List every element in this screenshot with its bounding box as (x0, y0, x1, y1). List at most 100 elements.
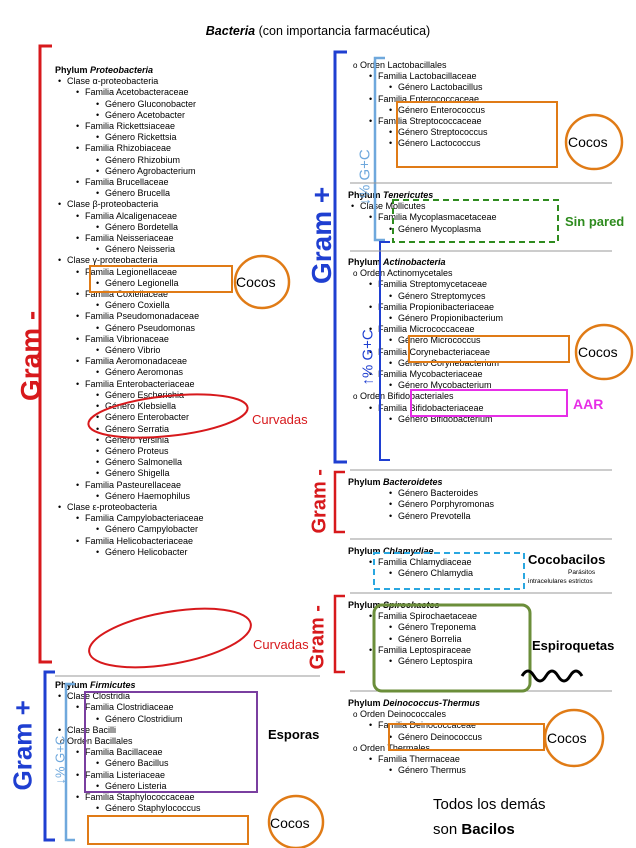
footer-line-2: son Bacilos (433, 821, 515, 838)
taxon-row: Familia Alcaligenaceae (55, 211, 204, 222)
spirochaetes-box (372, 603, 532, 693)
taxon-row: Género Porphyromonas (348, 499, 494, 510)
taxon-row: Familia Rickettsiaceae (55, 121, 204, 132)
taxon-row: Clase γ-proteobacteria (55, 255, 204, 266)
cocos-circle-micrococcus (574, 323, 634, 381)
taxon-row: Familia Streptomycetaceae (348, 279, 503, 290)
taxon-row: Género Streptococcus (348, 127, 488, 138)
proteobacteria-list: Phylum Proteobacteria Clase α-proteobact… (55, 65, 204, 558)
label-aar: AAR (573, 396, 604, 412)
label-gc-high: ↑% G+C (359, 329, 377, 386)
label-cocos-enterococcus: Cocos (568, 134, 608, 150)
staphylococcus-box (87, 815, 249, 845)
taxon-row: Género Coxiella (55, 300, 204, 311)
cocos-circle-enterococcus (564, 113, 624, 171)
taxon-row: Familia Corynebacteriaceae (348, 347, 503, 358)
taxon-row: Clase Mollicutes (348, 201, 497, 212)
taxon-row: Género Propionibacterium (348, 313, 503, 324)
taxon-row: Clase ε-proteobacteria (55, 502, 204, 513)
taxon-row: Familia Listeriaceae (55, 770, 201, 781)
taxon-row: Orden Bacillales (55, 736, 201, 747)
label-parasitos-1: Parásitos (568, 569, 596, 576)
taxon-row: Género Yersinia (55, 435, 204, 446)
label-gc-low-top: ↓% G+C (356, 149, 374, 206)
taxon-row: Género Prevotella (348, 511, 494, 522)
taxon-row: Género Bacteroides (348, 488, 494, 499)
deinococcus-box (388, 723, 545, 751)
taxon-row: Género Mycoplasma (348, 224, 497, 235)
taxon-row: Género Haemophilus (55, 491, 204, 502)
taxon-row: Familia Mycobacteriaceae (348, 369, 503, 380)
taxon-row: Familia Pasteurellaceae (55, 480, 204, 491)
label-espiroquetas: Espiroquetas (532, 638, 615, 653)
cocos-circle-neisseria (233, 254, 291, 310)
label-gram-pos-main: Gram + (306, 186, 337, 284)
label-cocos-deinococcus: Cocos (547, 730, 587, 746)
taxon-row: Familia Micrococcaceae (348, 324, 503, 335)
taxon-row: Género Pseudomonas (55, 323, 204, 334)
taxon-row: Género Aeromonas (55, 367, 204, 378)
taxon-row: Género Streptomyces (348, 291, 503, 302)
micrococcus-box (408, 335, 570, 363)
taxon-row: Género Chlamydia (348, 568, 473, 579)
taxon-row: Clase β-proteobacteria (55, 199, 204, 210)
gram-neg-bacteroidetes-bracket (333, 470, 345, 534)
gram-neg-spiro-bracket (333, 594, 345, 674)
tenericutes-list: Phylum Tenericutes Clase MollicutesFamil… (348, 190, 497, 235)
label-sin-pared: Sin pared (565, 214, 625, 229)
label-cocos-staphylococcus: Cocos (270, 815, 310, 831)
lactobacillales-list: Orden LactobacillalesFamilia Lactobacill… (348, 60, 488, 150)
gram-neg-bracket (38, 44, 52, 664)
taxon-row: Género Staphylococcus (55, 803, 201, 814)
label-cocobacilos: Cocobacilos (528, 552, 606, 567)
taxon-row: Familia Deinococcaceae (348, 720, 482, 731)
gc-low-top-bracket (373, 56, 385, 242)
taxon-row: Género Gluconobacter (55, 99, 204, 110)
gram-pos-left-bracket (43, 670, 55, 842)
taxon-row: Género Bacillus (55, 758, 201, 769)
taxon-row: Género Enterococcus (348, 105, 488, 116)
bacteroidetes-list: Phylum Bacteroidetes Género BacteroidesG… (348, 477, 494, 522)
taxon-row: Género Borrelia (348, 634, 477, 645)
chlamydiae-list: Phylum Chlamydiae Familia ChlamydiaceaeG… (348, 546, 473, 580)
phylum-tenericutes: Phylum Tenericutes (348, 190, 434, 200)
curvadas-ellipse-helicobacter (88, 607, 252, 669)
taxon-row: Género Bordetella (55, 222, 204, 233)
taxon-row: Familia Streptococcaceae (348, 116, 488, 127)
taxon-row: Familia Staphylococcaceae (55, 792, 201, 803)
taxon-row: Clase Clostridia (55, 691, 201, 702)
taxon-row: Familia Enterobacteriaceae (55, 379, 204, 390)
taxon-row: Familia Lactobacillaceae (348, 71, 488, 82)
curvadas-ellipse-vibrio (87, 393, 249, 439)
enterococcus-box (396, 101, 558, 168)
taxon-row: Género Helicobacter (55, 547, 204, 558)
phylum-bacteroidetes: Phylum Bacteroidetes (348, 477, 443, 487)
gc-high-bracket (379, 241, 390, 461)
figure-title: Bacteria (con importancia farmacéutica) (205, 24, 431, 38)
taxon-row: Orden Bifidobacteriales (348, 391, 503, 402)
firmicutes-list: Phylum Firmicutes Clase ClostridiaFamili… (55, 680, 201, 814)
taxon-row: Género Deinococcus (348, 732, 482, 743)
taxon-row: Género Salmonella (55, 457, 204, 468)
label-gc-low-bottom: ↓% G+C (52, 735, 68, 785)
deinococcus-list: Phylum Deinococcus-Thermus Orden Deinoco… (348, 698, 482, 776)
taxon-row: Género Legionella (55, 278, 204, 289)
taxon-row: Género Micrococcus (348, 335, 503, 346)
taxon-row: Familia Clostridiaceae (55, 702, 201, 713)
taxon-row: Género Lactococcus (348, 138, 488, 149)
taxon-row: Género Rhizobium (55, 155, 204, 166)
taxon-row: Familia Neisseriaceae (55, 233, 204, 244)
phylum-chlamydiae: Phylum Chlamydiae (348, 546, 434, 556)
label-curvadas-vibrio: Curvadas (252, 412, 308, 427)
taxon-row: Familia Coxiellaceae (55, 289, 204, 300)
taxon-row: Familia Bifidobacteriaceae (348, 403, 503, 414)
taxon-row: Clase Bacilli (55, 725, 201, 736)
taxon-row: Género Treponema (348, 622, 477, 633)
neisseria-box (89, 265, 233, 293)
phylum-actinobacteria: Phylum Actinobacteria (348, 257, 446, 267)
label-gram-neg-spiro: Gram - (306, 605, 329, 670)
taxon-row: Género Rickettsia (55, 132, 204, 143)
taxon-row: Familia Thermaceae (348, 754, 482, 765)
cocos-circle-deinococcus (543, 708, 605, 768)
